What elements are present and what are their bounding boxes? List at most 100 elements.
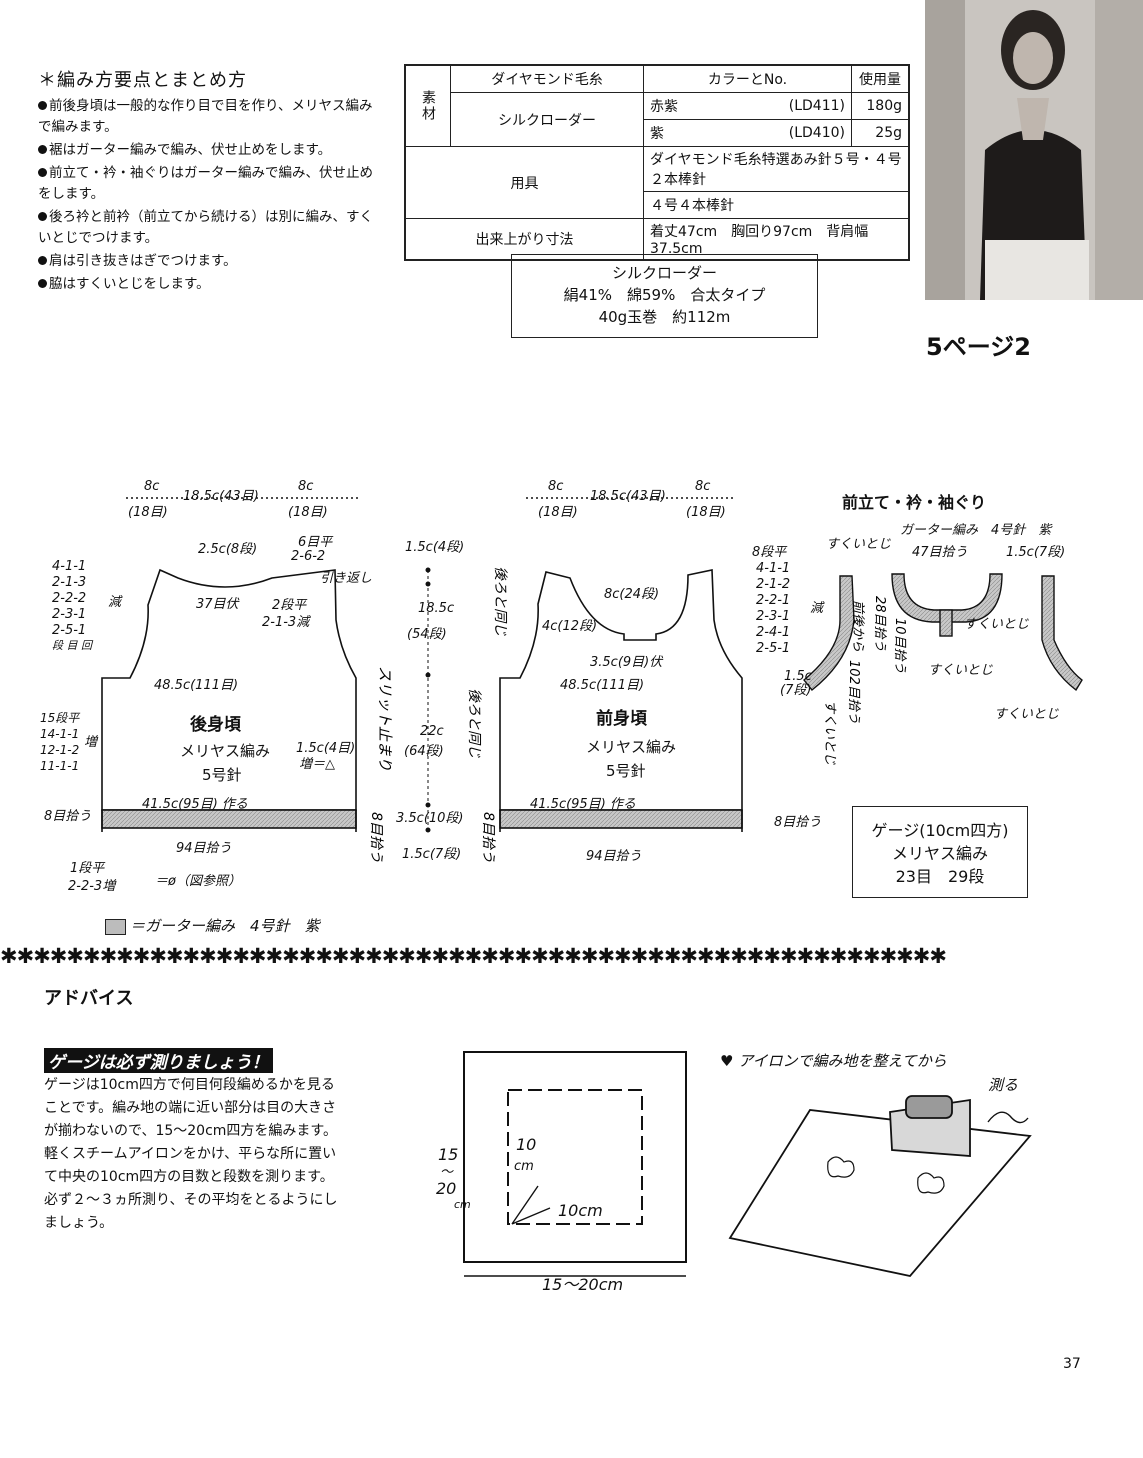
knitting-instructions: ＊編み方要点とまとめ方 前後身頃は一般的な作り目で目を作り、メリヤス編みで編みま…	[38, 66, 378, 297]
svg-text:すくいとじ: すくいとじ	[964, 617, 1029, 632]
svg-text:4c(12段): 4c(12段)	[542, 619, 597, 634]
legend-text: ＝ガーター編み 4号針 紫	[130, 917, 320, 935]
svg-text:2-5-1: 2-5-1	[756, 641, 790, 656]
color-name: 赤紫	[642, 92, 718, 120]
dim-label: (18目)	[288, 505, 328, 520]
pick-8-label: 8目拾う	[368, 812, 384, 863]
amount-header: 使用量	[851, 64, 910, 93]
dim-label: 12-1-2	[40, 743, 79, 757]
band-label: 28目拾う	[872, 596, 887, 652]
same-as-back-label: 後ろと同じ	[492, 566, 508, 636]
svg-text:減: 減	[810, 601, 825, 616]
band-labels: 前立て・衿・袖ぐり ガーター編み 4号針 紫 すくいとじ 47目拾う 1.5c(…	[780, 493, 1065, 722]
svg-text:2-3-1: 2-3-1	[756, 609, 790, 624]
back-body-piece	[101, 497, 360, 832]
svg-text:5号針: 5号針	[606, 762, 646, 780]
instruction-item: 前立て・衿・袖ぐりはガーター編みで編み、伏せ止めをします。	[38, 165, 373, 202]
iron-labels: ♥ アイロンで編み地を整えてから 測る	[720, 1052, 1018, 1094]
svg-text:1.5c: 1.5c	[784, 669, 812, 684]
dim-label: 引き返し	[320, 571, 372, 586]
svg-text:cm: cm	[454, 1198, 471, 1211]
svg-text:22c: 22c	[420, 724, 444, 739]
dim-label: 段 目 回	[52, 639, 94, 652]
dim-label: 2-2-2	[52, 591, 86, 606]
yarn-name-cell: シルクローダー	[450, 92, 644, 147]
svg-text:1.5c(4段): 1.5c(4段)	[405, 540, 464, 555]
svg-text:すくいとじ: すくいとじ	[928, 663, 993, 678]
dim-label: 15段平	[40, 711, 81, 725]
advice-title: アドバイス	[44, 988, 134, 1009]
dim-label: 2-2-3増	[68, 879, 117, 894]
page-reference: 5ページ2	[926, 333, 1031, 361]
pick-8-label: 8目拾う	[480, 812, 496, 863]
color-amount: 180g	[851, 92, 910, 120]
band-label: すくいとじ	[822, 700, 837, 765]
yarn-info-box: シルクローダー 絹41% 綿59% 合太タイプ 40g玉巻 約112m	[511, 254, 818, 338]
dim-label: 37目伏	[196, 597, 241, 612]
band-label: 前後から	[850, 600, 865, 652]
dim-label: 2-6-2	[291, 549, 325, 564]
svg-text:(54段): (54段)	[407, 627, 447, 642]
gauge-stitch: メリヤス編み	[891, 844, 988, 863]
model-photo	[925, 0, 1143, 300]
piece-title: 後身頃	[190, 714, 242, 735]
svg-text:3.5c(9目)伏: 3.5c(9目)伏	[590, 655, 664, 670]
materials-table: 素材 ダイヤモンド毛糸 カラーとNo. 使用量 シルクローダー 赤紫 (LD41…	[404, 64, 910, 261]
dim-label: 14-1-1	[40, 727, 79, 741]
dim-label: 2段平	[272, 598, 308, 613]
yarn-name: シルクローダー	[611, 264, 717, 282]
svg-text:8目拾う: 8目拾う	[774, 815, 821, 830]
piece-needle: 5号針	[202, 766, 242, 784]
svg-text:2-4-1: 2-4-1	[756, 625, 790, 640]
svg-text:18.5c(43目): 18.5c(43目)	[590, 489, 666, 504]
dim-label: 2-5-1	[52, 623, 86, 638]
svg-text:前立て・衿・袖ぐり: 前立て・衿・袖ぐり	[842, 493, 986, 512]
page-number: 37	[1063, 1356, 1081, 1372]
svg-text:前身頃: 前身頃	[596, 708, 648, 729]
dim-label: 41.5c(95目) 作る	[142, 797, 248, 812]
svg-text:20: 20	[436, 1179, 456, 1198]
instruction-item: 肩は引き抜きはぎでつけます。	[38, 251, 378, 272]
svg-text:18.5c: 18.5c	[418, 601, 454, 616]
iron-figure	[728, 1095, 1032, 1277]
instructions-title: ＊編み方要点とまとめ方	[38, 70, 247, 91]
legend: ＝ガーター編み 4号針 紫	[105, 915, 320, 936]
front-body-labels: 8c (18目) 18.5c(43目) 8c (18目) 8c(24段) 4c(…	[530, 479, 825, 864]
svg-text:(18目): (18目)	[538, 505, 578, 520]
instruction-item: 後ろ衿と前衿（前立てから続ける）は別に編み、すくいとじでつけます。	[38, 209, 373, 246]
garter-swatch	[105, 918, 126, 935]
svg-text:1.5c(7段): 1.5c(7段)	[402, 847, 461, 862]
swatch-labels: 10 cm 10cm 15 〜 20 cm 15〜20cm	[436, 1135, 623, 1294]
svg-text:(18目): (18目)	[686, 505, 726, 520]
dim-label: 2-1-3	[52, 575, 86, 590]
gauge-value: 23目 29段	[895, 867, 985, 886]
svg-text:41.5c(95目) 作る: 41.5c(95目) 作る	[530, 797, 636, 812]
gauge-illustrations: 10 cm 10cm 15 〜 20 cm 15〜20cm ♥ アイロンで編み地…	[436, 1051, 1032, 1294]
dim-label: 6目平	[298, 535, 334, 550]
front-body-piece	[499, 497, 743, 832]
svg-text:1.5c(7段): 1.5c(7段)	[1006, 545, 1065, 560]
instruction-item: 裾はガーター編みで編み、伏せ止めをします。	[38, 140, 378, 161]
dim-label: 8目拾う	[44, 809, 91, 824]
gauge-box: ゲージ(10cm四方) メリヤス編み 23目 29段	[852, 806, 1028, 898]
svg-text:8段平: 8段平	[752, 545, 788, 560]
svg-text:すくいとじ: すくいとじ	[994, 707, 1059, 722]
instruction-item: 前後身頃は一般的な作り目で目を作り、メリヤス編みで編みます。	[38, 98, 373, 135]
dim-label: 18.5c(43目)	[183, 489, 259, 504]
materials-label: 素材	[404, 64, 451, 147]
dim-label: 8c	[144, 479, 159, 494]
color-amount: 25g	[851, 119, 910, 147]
svg-text:(7段): (7段)	[780, 683, 811, 698]
tools-line: ダイヤモンド毛糸特選あみ針５号・４号２本棒針	[643, 146, 910, 192]
dim-label: 1.5c(4目)	[296, 741, 355, 756]
svg-text:10cm: 10cm	[558, 1201, 603, 1220]
dim-label: 増＝△	[299, 757, 335, 772]
dim-label: 減	[108, 595, 123, 610]
svg-text:2-2-1: 2-2-1	[756, 593, 790, 608]
svg-text:〜: 〜	[440, 1165, 454, 1180]
svg-text:15: 15	[438, 1145, 458, 1164]
band-piece	[803, 573, 1083, 692]
dim-label: ＝ø（図参照）	[155, 873, 241, 889]
yarn-composition: 絹41% 綿59% 合太タイプ	[563, 286, 766, 304]
color-code: (LD411)	[717, 92, 852, 120]
